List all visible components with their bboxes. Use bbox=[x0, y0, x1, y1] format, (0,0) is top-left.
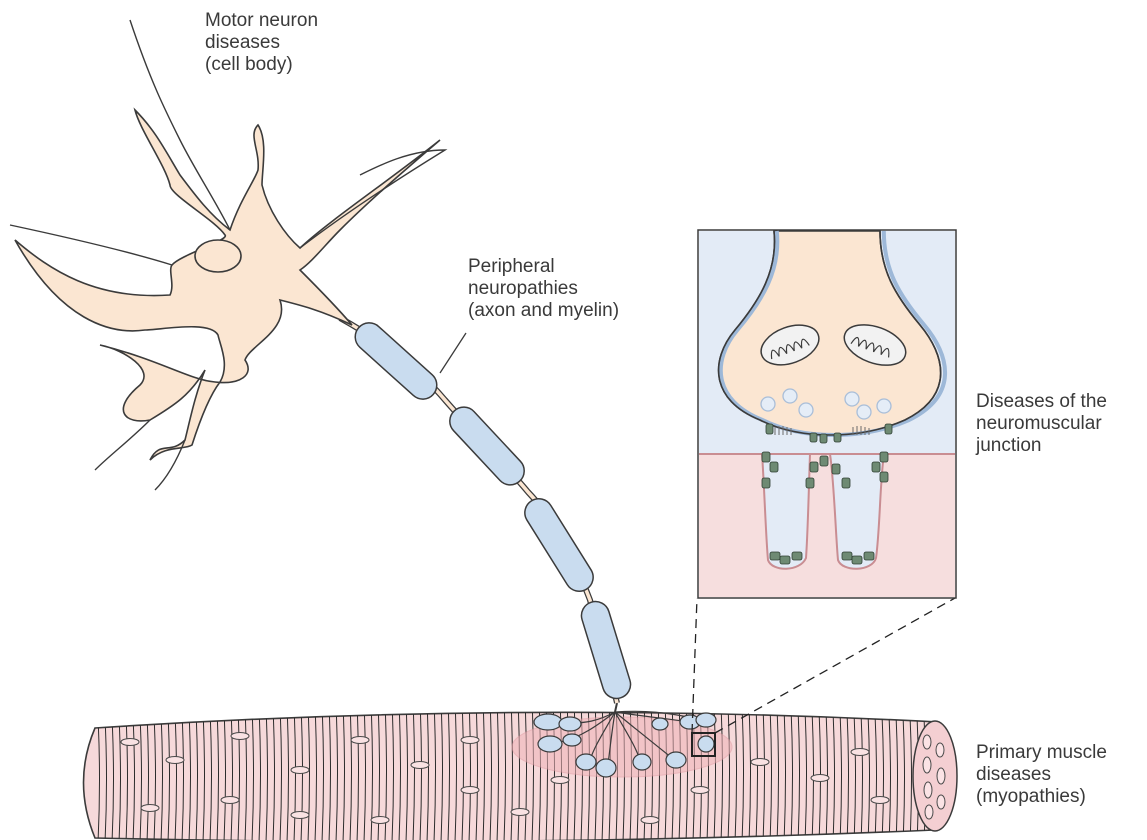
label-line: (axon and myelin) bbox=[468, 300, 619, 322]
label-line: Diseases of the bbox=[976, 391, 1107, 413]
axon bbox=[340, 317, 634, 703]
muscle-nucleus bbox=[691, 787, 709, 794]
muscle-nucleus bbox=[551, 777, 569, 784]
muscle-nucleus bbox=[751, 759, 769, 766]
label-line: neuropathies bbox=[468, 278, 619, 300]
muscle-nucleus bbox=[411, 762, 429, 769]
motor-neuron-cell-body bbox=[10, 20, 445, 490]
peripheral-pointer bbox=[440, 333, 466, 373]
muscle-fiber bbox=[84, 700, 958, 840]
label-line: junction bbox=[976, 435, 1107, 457]
muscle-nucleus bbox=[641, 817, 659, 824]
muscle-nucleus bbox=[351, 737, 369, 744]
fiber-cut-end bbox=[913, 721, 957, 831]
muscle-nucleus bbox=[461, 787, 479, 794]
muscle-nucleus bbox=[166, 757, 184, 764]
label-nmj-diseases: Diseases of the neuromuscular junction bbox=[976, 391, 1107, 457]
label-line: Primary muscle bbox=[976, 742, 1107, 764]
muscle-nucleus bbox=[461, 737, 479, 744]
label-motor-neuron-diseases: Motor neuron diseases (cell body) bbox=[205, 10, 318, 76]
cell-nucleus bbox=[195, 240, 241, 272]
nmj-inset bbox=[698, 230, 956, 598]
label-line: diseases bbox=[205, 32, 318, 54]
label-line: Motor neuron bbox=[205, 10, 318, 32]
muscle-nucleus bbox=[231, 733, 249, 740]
myelin-segments bbox=[349, 317, 634, 702]
label-line: (myopathies) bbox=[976, 786, 1107, 808]
label-peripheral-neuropathies: Peripheral neuropathies (axon and myelin… bbox=[468, 256, 619, 322]
muscle-nucleus bbox=[291, 812, 309, 819]
label-primary-muscle-diseases: Primary muscle diseases (myopathies) bbox=[976, 742, 1107, 808]
muscle-nucleus bbox=[221, 797, 239, 804]
muscle-nucleus bbox=[511, 809, 529, 816]
muscle-nucleus bbox=[141, 805, 159, 812]
label-line: (cell body) bbox=[205, 54, 318, 76]
muscle-nucleus bbox=[121, 739, 139, 746]
muscle-nucleus bbox=[811, 775, 829, 782]
label-line: neuromuscular bbox=[976, 413, 1107, 435]
muscle-nucleus bbox=[871, 797, 889, 804]
muscle-nucleus bbox=[851, 749, 869, 756]
muscle-nucleus bbox=[371, 817, 389, 824]
muscle-nucleus bbox=[291, 767, 309, 774]
label-line: Peripheral bbox=[468, 256, 619, 278]
label-line: diseases bbox=[976, 764, 1107, 786]
